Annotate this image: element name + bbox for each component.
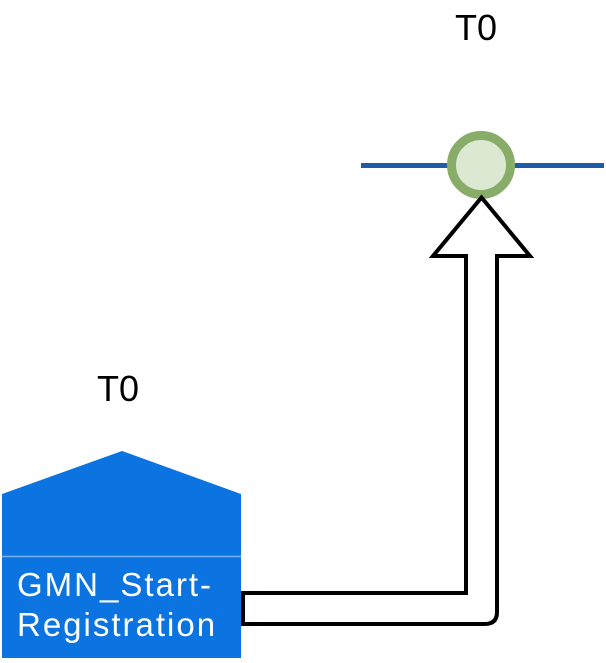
task-node-shape[interactable]	[2, 451, 241, 658]
up-arrow-connector[interactable]	[241, 194, 535, 626]
task-node-name-line2: Registration	[17, 606, 218, 643]
label-transition-top: T0	[455, 7, 498, 48]
event-circle[interactable]	[447, 131, 515, 199]
task-node-name: GMN_Start- Registration	[17, 565, 217, 645]
label-task-node: T0	[97, 368, 140, 409]
task-node-name-line1: GMN_Start-	[17, 566, 214, 603]
